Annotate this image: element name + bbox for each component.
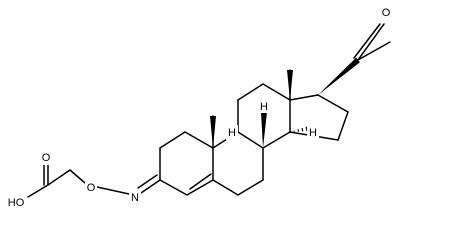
bond-n-o <box>96 186 130 195</box>
bond-c12-c13 <box>262 83 291 101</box>
wedge-c17-acetyl <box>318 57 360 95</box>
bond-c17-c13 <box>289 94 319 101</box>
atom-label-ether-oxygen: O <box>87 182 96 194</box>
bond-c20-o-double <box>353 23 381 59</box>
wedge-c8-h <box>261 111 267 148</box>
molecule-diagram: O O HO O N H H H <box>5 5 392 210</box>
atom-label-layer: O O HO O N H H H <box>5 5 392 210</box>
bond-c-oh <box>27 184 49 198</box>
bond-c11-c12 <box>237 83 264 101</box>
bond-c16-c17 <box>317 94 349 113</box>
atom-label-acid-oxygen: O <box>42 152 51 164</box>
bond-c4-c5 <box>186 179 214 196</box>
bond-c20-o <box>357 23 385 61</box>
wedge-c10-methyl <box>210 116 216 148</box>
bond-c4-c5-double <box>189 173 212 190</box>
stereo-wedge-layer <box>210 57 360 148</box>
bond-c15-c16 <box>337 111 349 141</box>
atom-label-carbonyl-oxygen: O <box>382 7 391 19</box>
bond-c3-n <box>140 179 161 194</box>
atom-label-h9: H <box>228 127 236 139</box>
bond-c3-n-double <box>137 174 158 189</box>
atom-label-h14: H <box>309 127 317 139</box>
bond-c6-c7 <box>237 179 264 196</box>
bond-c3-c4 <box>159 179 188 196</box>
bond-c5-c6 <box>212 179 239 196</box>
bond-c14-c8 <box>262 131 291 149</box>
bond-o-ch2 <box>69 169 86 184</box>
wedge-c13-methyl <box>287 70 293 100</box>
bond-c20-c21 <box>357 41 391 61</box>
atom-label-hydroxyl: HO <box>8 197 25 209</box>
hash-c14-h-dash <box>301 127 304 132</box>
atom-label-h8: H <box>260 101 268 113</box>
bond-ch2-c <box>47 169 71 186</box>
bond-c1-c2 <box>159 131 186 149</box>
atom-label-imine-nitrogen: N <box>131 192 139 204</box>
bond-c8-c9 <box>237 131 264 149</box>
bond-layer <box>27 23 391 198</box>
hash-c14-h-dash <box>305 126 308 132</box>
bond-c10-c1 <box>184 131 214 149</box>
